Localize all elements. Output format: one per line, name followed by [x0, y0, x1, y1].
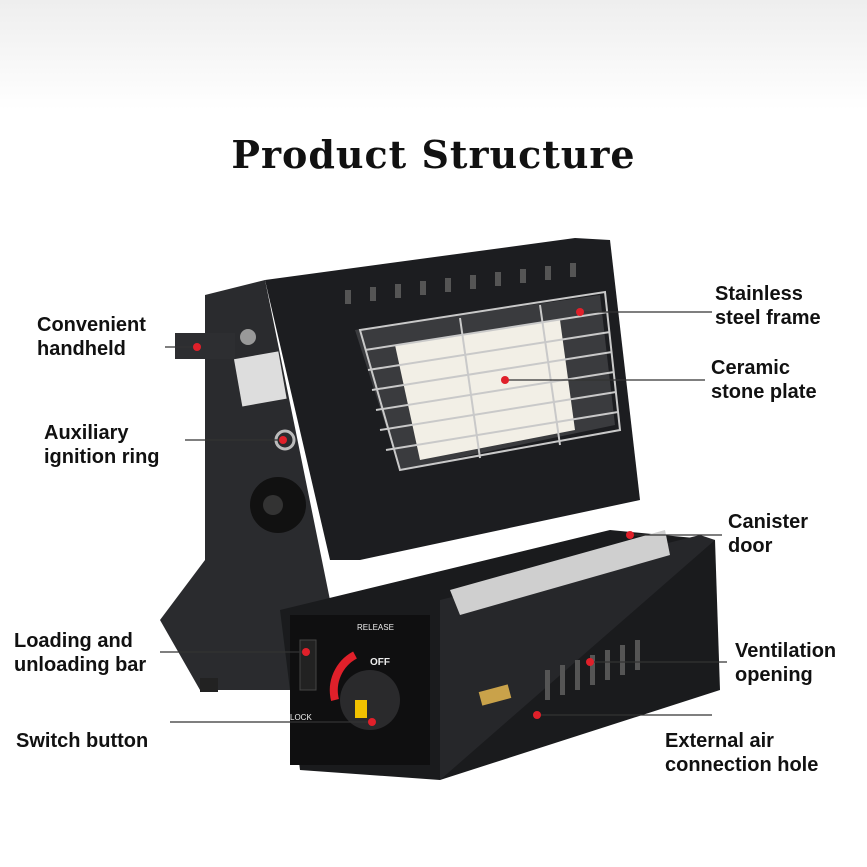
air-connector [478, 684, 512, 706]
handle [175, 333, 235, 359]
marker-frame [576, 308, 584, 316]
marker-plate [501, 376, 509, 384]
leader-lines [160, 311, 727, 723]
page-title: Product Structure [231, 132, 636, 177]
loading-bar [299, 639, 317, 691]
marker-vent [586, 658, 594, 666]
knob-off-text: OFF [370, 657, 390, 668]
base-vent-slots [545, 640, 640, 700]
top-vent-slots [345, 263, 576, 304]
heater-side-panel [160, 280, 330, 690]
ceramic-plate [395, 320, 575, 460]
knob-lock-text: LOCK [290, 713, 312, 722]
marker-handheld [193, 343, 201, 351]
marker-door [626, 531, 634, 539]
knob-release-text: RELEASE [357, 623, 394, 632]
marker-dots [193, 308, 634, 726]
marker-loading [302, 648, 310, 656]
marker-air [533, 711, 541, 719]
marker-ignition [279, 436, 287, 444]
marker-switch [368, 718, 376, 726]
warning-sticker [233, 351, 287, 407]
label-switch-button: Switch button [16, 730, 149, 752]
steel-frame [358, 290, 622, 472]
background-shadow [0, 0, 867, 110]
canister-door-label [450, 530, 670, 615]
